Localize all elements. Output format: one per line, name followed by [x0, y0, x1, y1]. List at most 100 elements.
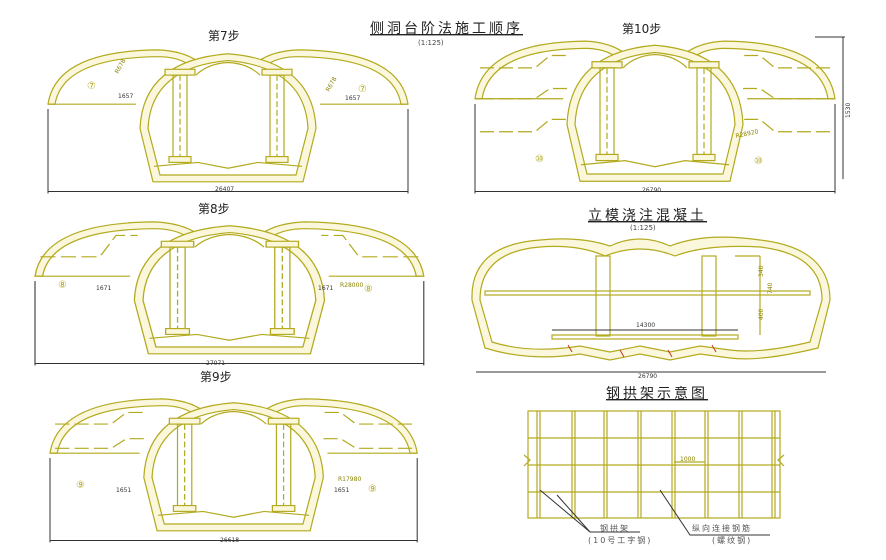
rebar-label-sub: (螺纹钢): [712, 535, 752, 545]
column: [595, 255, 611, 337]
concrete-title: 立模浇注混凝土: [588, 208, 707, 224]
column-cap: [168, 417, 201, 425]
dim-text: R28000: [340, 282, 363, 289]
dim-total: 740: [767, 282, 774, 294]
rebar-label: 纵向连接钢筋: [692, 523, 752, 533]
step8-texts: ⑧ ⑧ 1671 1671 R28000 27071: [58, 280, 373, 367]
step7-section: [47, 49, 409, 194]
left-bench-line: [480, 118, 570, 133]
horizontal-strut: [484, 290, 811, 296]
invert-line: [153, 161, 303, 169]
column-base: [165, 327, 191, 335]
column-cap: [591, 61, 623, 69]
concrete-inner-lining: [479, 245, 823, 353]
dim-text: R17980: [338, 476, 361, 483]
right-bench-line: [320, 438, 413, 449]
right-bench-line: [740, 118, 830, 133]
region-number: ⑧: [58, 280, 67, 291]
step10-label: 第10步: [622, 22, 661, 36]
width-dim: 26618: [220, 537, 239, 544]
main-title: 侧洞台阶法施工顺序: [370, 21, 523, 37]
central-tunnel-inner: [574, 51, 736, 175]
region-number: ⑩: [535, 154, 544, 165]
step8-label: 第8步: [198, 202, 230, 216]
right-bench-line: [740, 87, 830, 100]
temp-crown: [622, 53, 688, 69]
column-cap: [160, 240, 195, 248]
formwork-beam: [551, 334, 739, 340]
dim-text: 1657: [345, 95, 360, 102]
width-dim: 26790: [642, 187, 661, 194]
leader-line: [659, 489, 770, 536]
dim-text: 1657: [118, 93, 133, 100]
column-base: [172, 504, 197, 512]
column-base: [595, 153, 619, 162]
central-tunnel-inner: [142, 231, 317, 348]
dim-text: 1651: [334, 487, 349, 494]
width-dim: 26407: [215, 186, 234, 193]
region-number: ⑩: [754, 156, 763, 167]
step9-label: 第9步: [200, 370, 232, 384]
column-base: [269, 327, 295, 335]
steel-arch-label: 钢拱架: [600, 523, 630, 533]
dim-text: 1651: [116, 487, 131, 494]
region-number: ⑧: [364, 284, 373, 295]
red-marker: [667, 349, 673, 358]
column-cap: [265, 240, 300, 248]
height-dim: 1530: [845, 103, 852, 118]
red-marker: [711, 344, 717, 353]
temp-crown: [200, 410, 267, 425]
leader-line: [556, 494, 591, 533]
region-number: ⑨: [368, 484, 377, 495]
red-marker: [567, 344, 573, 353]
invert-line: [580, 159, 730, 168]
dim-upper: 340: [758, 265, 765, 277]
red-marker: [619, 349, 625, 358]
right-bench-line: [740, 54, 830, 69]
step10-section: [474, 36, 845, 194]
column: [701, 255, 717, 337]
central-tunnel-inner: [151, 408, 316, 525]
main-scale: (1:125): [418, 39, 444, 47]
right-bench-line: [321, 234, 419, 258]
steel-arch-title: 钢拱架示意图: [606, 385, 708, 402]
concrete-width-dim: 26790: [638, 373, 657, 380]
column-cap: [261, 68, 293, 76]
region-number: ⑦: [87, 81, 96, 92]
temp-crown: [194, 233, 265, 248]
steel-arch-label-sub: (10号工字钢): [588, 535, 652, 545]
dim-text: R28920: [735, 128, 759, 140]
step8-section: [34, 221, 425, 366]
dim-text: 1671: [318, 285, 333, 292]
right-bench-line: [320, 411, 413, 425]
step10-texts: ⑩ ⑩ R28920 1530 26790: [535, 103, 852, 194]
concrete-scale: (1:125): [630, 224, 656, 232]
column-cap: [688, 61, 720, 69]
temp-crown: [195, 61, 261, 76]
column-base: [271, 504, 296, 512]
dim-text: R678: [325, 76, 339, 93]
column-base: [692, 153, 716, 162]
invert-line: [149, 333, 310, 341]
left-bench-line: [480, 54, 570, 69]
column-base: [265, 155, 289, 163]
left-bench-line: [40, 234, 138, 258]
column-base: [168, 155, 192, 163]
left-bench-line: [55, 438, 147, 449]
span-dim: 14300: [636, 322, 655, 329]
left-bench-line: [55, 411, 147, 425]
region-number: ⑦: [358, 84, 367, 95]
steel-arch-grid: [523, 410, 785, 536]
column-cap: [164, 68, 196, 76]
dim-text: 1671: [96, 285, 111, 292]
concrete-section: [471, 236, 831, 373]
step9-texts: ⑨ ⑨ 1651 1651 R17980 26618: [76, 476, 377, 544]
column-cap: [267, 417, 300, 425]
left-bench-line: [480, 87, 570, 100]
central-tunnel-inner: [147, 59, 309, 176]
region-number: ⑨: [76, 480, 85, 491]
invert-line: [158, 510, 310, 518]
width-dim: 27071: [206, 360, 225, 367]
break-mark: [777, 454, 785, 467]
